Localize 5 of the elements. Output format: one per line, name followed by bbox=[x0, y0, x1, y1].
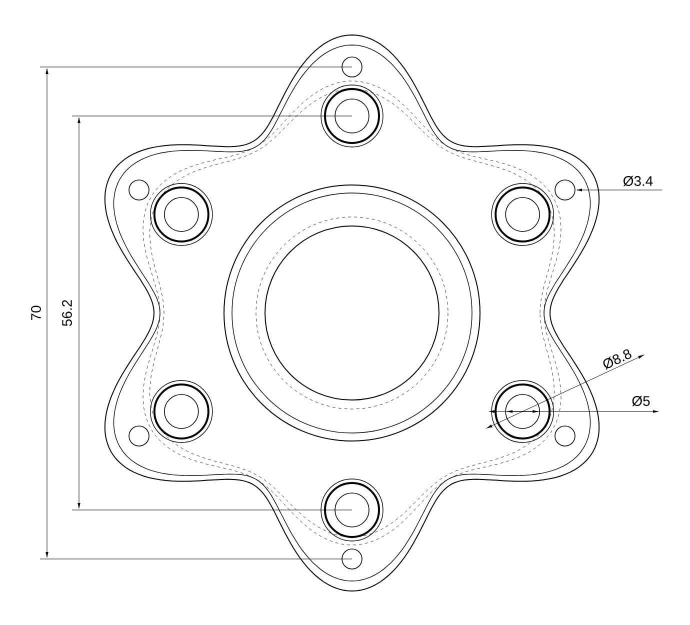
dimension-label: Ø3.4 bbox=[623, 176, 653, 186]
dimension-label: 56.2 bbox=[62, 300, 72, 326]
dimension-label: 70 bbox=[31, 306, 41, 320]
dimension-label: Ø8.8 bbox=[603, 349, 632, 370]
dimension-label: Ø5 bbox=[632, 396, 650, 406]
